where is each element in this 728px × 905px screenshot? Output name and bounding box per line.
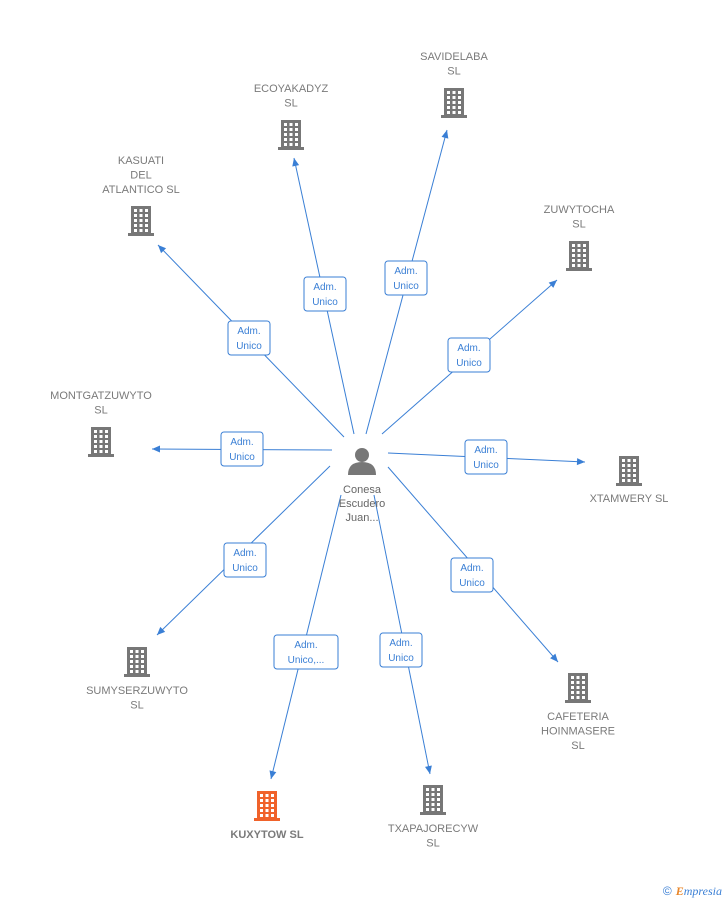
role-label-savidelaba[interactable]: Adm. Unico — [384, 260, 428, 296]
company-name-kasuati[interactable]: DEL — [130, 170, 151, 182]
company-name-ecoyakadyz[interactable]: ECOYAKADYZ — [254, 83, 329, 95]
company-name-kasuati[interactable]: ATLANTICO SL — [102, 184, 179, 196]
brand-name: mpresia — [683, 884, 722, 898]
role-text: Adm. — [457, 343, 480, 354]
building-icon[interactable] — [278, 120, 304, 150]
arrow-savidelaba — [441, 130, 449, 139]
role-text: Adm. — [313, 282, 336, 293]
person-name[interactable]: Escudero — [339, 498, 385, 510]
role-text: Adm. — [230, 437, 253, 448]
role-text: Unico — [229, 452, 255, 463]
company-name-kuxytow[interactable]: KUXYTOW SL — [230, 829, 303, 841]
role-text: Unico — [459, 578, 485, 589]
role-text: Adm. — [389, 638, 412, 649]
brand-e: E — [675, 884, 684, 898]
empresia-brand[interactable]: ©Empresia — [663, 884, 722, 899]
building-icon[interactable] — [441, 88, 467, 118]
building-icon[interactable] — [88, 427, 114, 457]
arrow-montgatzuwyto — [152, 445, 161, 453]
arrow-ecoyakadyz — [292, 158, 300, 167]
role-text: Adm. — [233, 548, 256, 559]
building-icon[interactable] — [565, 673, 591, 703]
arrow-kuxytow — [269, 770, 277, 779]
role-text: Unico — [236, 341, 262, 352]
role-text: Adm. — [474, 445, 497, 456]
role-label-zuwytocha[interactable]: Adm. Unico — [447, 337, 491, 373]
company-name-txapajorecyw[interactable]: SL — [426, 838, 439, 850]
company-name-kasuati[interactable]: KASUATI — [118, 155, 164, 167]
role-label-cafeteria[interactable]: Adm. Unico — [450, 557, 494, 593]
person-name[interactable]: Juan... — [345, 512, 378, 524]
building-icon[interactable] — [124, 647, 150, 677]
person-name[interactable]: Conesa — [343, 484, 382, 496]
company-name-zuwytocha[interactable]: SL — [572, 219, 585, 231]
role-text: Unico — [388, 653, 414, 664]
role-label-montgatzuwyto[interactable]: Adm. Unico — [220, 431, 264, 467]
role-label-kuxytow[interactable]: Adm. Unico,... — [273, 634, 339, 670]
arrow-sumyserzuwyto — [157, 626, 166, 635]
role-text: Unico — [456, 358, 482, 369]
role-label-xtamwery[interactable]: Adm. Unico — [464, 439, 508, 475]
role-text: Unico — [232, 563, 258, 574]
role-text: Adm. — [237, 326, 260, 337]
role-text: Adm. — [460, 563, 483, 574]
role-text: Adm. — [394, 266, 417, 277]
company-name-montgatzuwyto[interactable]: SL — [94, 405, 107, 417]
company-name-cafeteria[interactable]: CAFETERIA — [547, 711, 609, 723]
arrow-xtamwery — [576, 458, 585, 466]
building-icon[interactable] — [254, 791, 280, 821]
copyright-symbol: © — [662, 884, 672, 898]
role-text: Unico — [473, 460, 499, 471]
role-text: Unico — [312, 297, 338, 308]
arrow-cafeteria — [550, 653, 558, 662]
role-label-sumyserzuwyto[interactable]: Adm. Unico — [223, 542, 267, 578]
role-label-ecoyakadyz[interactable]: Adm. Unico — [303, 276, 347, 312]
role-text: Adm. — [294, 640, 317, 651]
building-icon[interactable] — [616, 456, 642, 486]
building-icon[interactable] — [566, 241, 592, 271]
building-icon[interactable] — [128, 206, 154, 236]
building-icon[interactable] — [420, 785, 446, 815]
arrow-zuwytocha — [548, 280, 557, 288]
arrow-kasuati — [158, 245, 167, 254]
role-label-txapajorecyw[interactable]: Adm. Unico — [379, 632, 423, 668]
company-name-ecoyakadyz[interactable]: SL — [284, 98, 297, 110]
role-text: Unico,... — [288, 655, 325, 666]
person-icon[interactable] — [348, 448, 376, 475]
company-name-xtamwery[interactable]: XTAMWERY SL — [590, 493, 669, 505]
company-name-savidelaba[interactable]: SL — [447, 66, 460, 78]
company-name-zuwytocha[interactable]: ZUWYTOCHA — [544, 204, 615, 216]
company-name-montgatzuwyto[interactable]: MONTGATZUWYTO — [50, 390, 152, 402]
company-name-sumyserzuwyto[interactable]: SL — [130, 700, 143, 712]
company-name-cafeteria[interactable]: HOINMASERE — [541, 726, 615, 738]
role-text: Unico — [393, 281, 419, 292]
arrow-txapajorecyw — [424, 765, 432, 774]
company-name-txapajorecyw[interactable]: TXAPAJORECYW — [388, 823, 479, 835]
role-label-kasuati[interactable]: Adm. Unico — [227, 320, 271, 356]
company-name-sumyserzuwyto[interactable]: SUMYSERZUWYTO — [86, 685, 188, 697]
company-name-savidelaba[interactable]: SAVIDELABA — [420, 51, 488, 63]
company-name-cafeteria[interactable]: SL — [571, 740, 584, 752]
